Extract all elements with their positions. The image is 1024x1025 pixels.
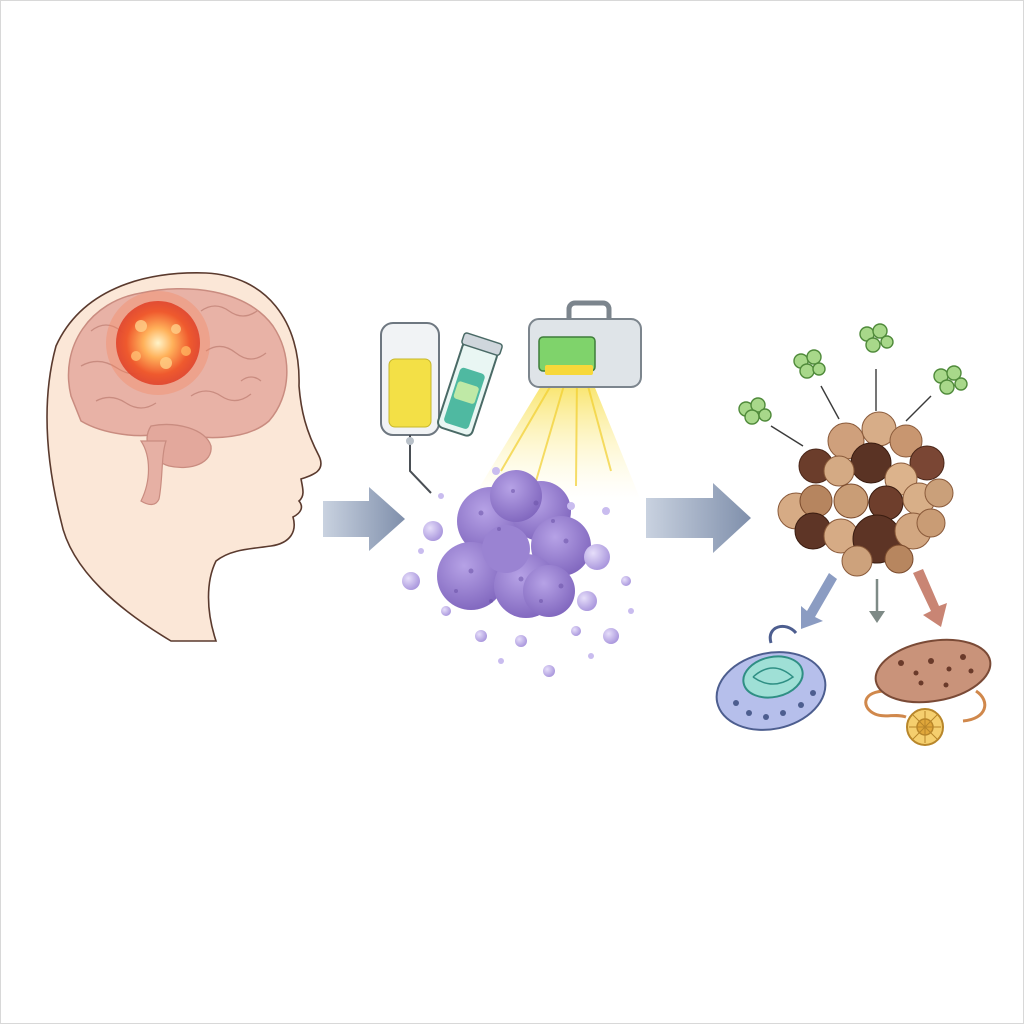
flow-arrow-2 [646,483,751,553]
blue-cell-inner-ring [752,667,795,685]
treated-cell [531,516,591,576]
treated-tumor-cells [437,470,591,618]
radiation-device [471,300,642,501]
tumor-nodule [171,324,181,334]
vial-cap [461,332,503,356]
iv-bag-fluid [388,358,432,428]
tumor-nodule [181,346,191,356]
vial-label [453,381,479,404]
brain-stem [139,440,167,506]
brown-cell-icon [874,638,992,704]
tumor-core [116,301,200,385]
small-arrow-icon [869,611,885,623]
treated-cell [523,565,575,617]
treated-cell [482,525,530,573]
outcome-arrow-left [801,573,837,629]
outcome-cell-blue [715,624,827,731]
tumor-nodule [131,351,141,361]
green-cluster [933,365,968,395]
brown-cell-attached-body [906,708,944,746]
green-cluster [793,349,826,379]
drug-vial [437,332,503,437]
patient-head [46,272,322,642]
radiation-beam-rays [500,374,612,487]
radiation-beam [471,373,641,501]
green-clusters [738,323,968,425]
treated-cell [490,470,542,522]
blue-cell-granules [733,690,816,720]
outcome-arrow-middle [869,579,885,623]
flow-arrow-1 [323,487,405,551]
device-emitter [545,365,593,375]
iv-tube [409,435,432,494]
tumor-nodule [135,320,147,332]
outcome-arrow-right [913,569,947,627]
cell-texture [454,489,569,603]
secreted-factor-lines [770,369,932,447]
brown-cell-granules [898,654,974,688]
blue-cell-hook [768,624,798,644]
iv-drip-chamber [406,437,414,445]
tumor-nodule [160,357,172,369]
green-cluster [859,323,894,353]
brown-cell-extensions [864,689,987,723]
green-cluster [738,397,772,425]
blue-cell-nucleus [742,655,804,699]
iv-drug-bag [380,322,440,494]
outcome-cell-brown [864,638,992,746]
residual-tumor-cluster [777,411,954,577]
brain-tumor [106,291,210,395]
dispersed-particles [402,467,634,677]
